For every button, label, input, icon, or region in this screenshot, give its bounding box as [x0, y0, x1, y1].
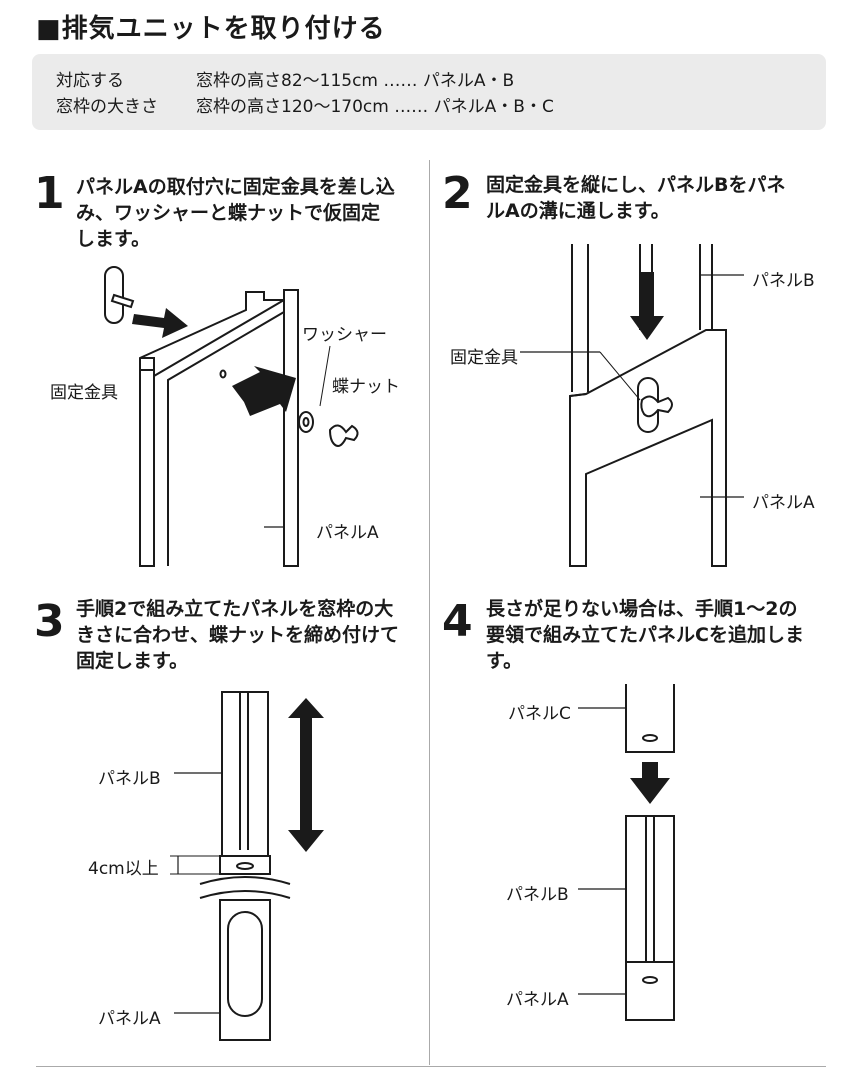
step-4-label-panel-a: パネルA: [506, 990, 569, 1010]
step-2-label-panel-a: パネルA: [752, 493, 815, 513]
adjust-arrow: [288, 698, 324, 852]
step-2-text: 固定金具を縦にし、パネルBをパネルAの溝に通します。: [486, 174, 786, 222]
step-3-text: 手順2で組み立てたパネルを窓枠の大きさに合わせ、蝶ナットを締め付けて固定します。: [76, 598, 400, 672]
spec-row-2: 窓枠の高さ120〜170cm ‥‥‥ パネルA・B・C: [196, 97, 554, 117]
step-2-label-bracket: 固定金具: [450, 348, 518, 368]
step-4-label-panel-b: パネルB: [506, 885, 569, 905]
spec-label-line2: 窓枠の大きさ: [56, 97, 158, 117]
step-1-label-panel-a: パネルA: [316, 523, 379, 543]
step-3-illustration: [170, 691, 324, 1041]
step-3-label-panel-a: パネルA: [98, 1009, 161, 1029]
step-1-label-washer: ワッシャー: [302, 325, 387, 345]
step-1-number: 1: [34, 168, 65, 219]
add-arrow-down: [630, 762, 670, 804]
step-1-illustration: [104, 266, 359, 567]
column-divider: [429, 160, 430, 1065]
spec-label-line1: 対応する: [56, 71, 124, 91]
step-4-number: 4: [442, 596, 473, 647]
step-3-number: 3: [34, 596, 65, 647]
step-2-illustration: [520, 244, 744, 567]
insert-arrow-right: [132, 308, 188, 338]
step-1-label-bracket: 固定金具: [50, 383, 118, 403]
slide-arrow-down: [630, 272, 664, 340]
step-2-label-panel-b: パネルB: [752, 271, 815, 291]
insert-arrow-left: [232, 366, 296, 416]
step-4-label-panel-c: パネルC: [508, 704, 571, 724]
step-1-text: パネルAの取付穴に固定金具を差し込み、ワッシャーと蝶ナットで仮固定します。: [76, 176, 395, 250]
compatibility-box: 対応する 窓枠の大きさ 窓枠の高さ82〜115cm ‥‥‥ パネルA・B 窓枠の…: [32, 54, 826, 130]
step-1-label-wingnut: 蝶ナット: [332, 377, 400, 397]
bottom-rule: [36, 1066, 826, 1067]
step-3-label-panel-b: パネルB: [98, 769, 161, 789]
spec-row-1: 窓枠の高さ82〜115cm ‥‥‥ パネルA・B: [196, 71, 515, 91]
step-2-number: 2: [442, 168, 473, 219]
page-title: ■排気ユニットを取り付ける: [36, 14, 386, 44]
step-3-label-overlap: 4cm以上: [88, 859, 159, 879]
step-4-text: 長さが足りない場合は、手順1〜2の要領で組み立てたパネルCを追加します。: [486, 598, 804, 672]
